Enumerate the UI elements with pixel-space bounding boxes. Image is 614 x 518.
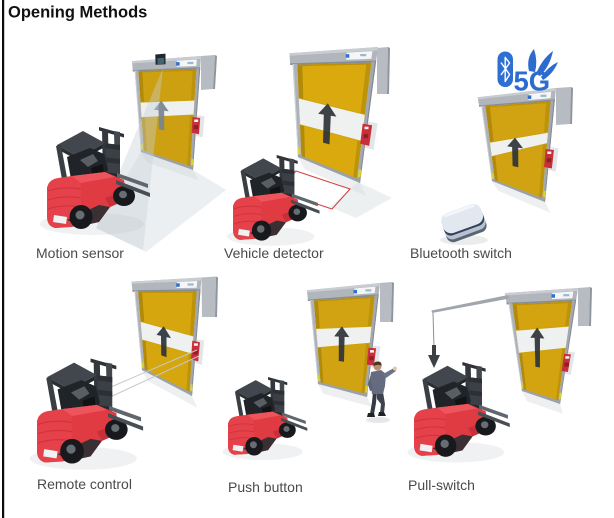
svg-text:Vehicle detector: Vehicle detector — [224, 245, 324, 261]
svg-text:Opening Methods: Opening Methods — [8, 4, 147, 22]
svg-text:Motion sensor: Motion sensor — [36, 245, 124, 261]
svg-text:Remote control: Remote control — [37, 476, 132, 492]
svg-text:Bluetooth switch: Bluetooth switch — [410, 245, 512, 261]
svg-text:Push button: Push button — [228, 479, 303, 495]
svg-text:Pull-switch: Pull-switch — [408, 477, 475, 493]
